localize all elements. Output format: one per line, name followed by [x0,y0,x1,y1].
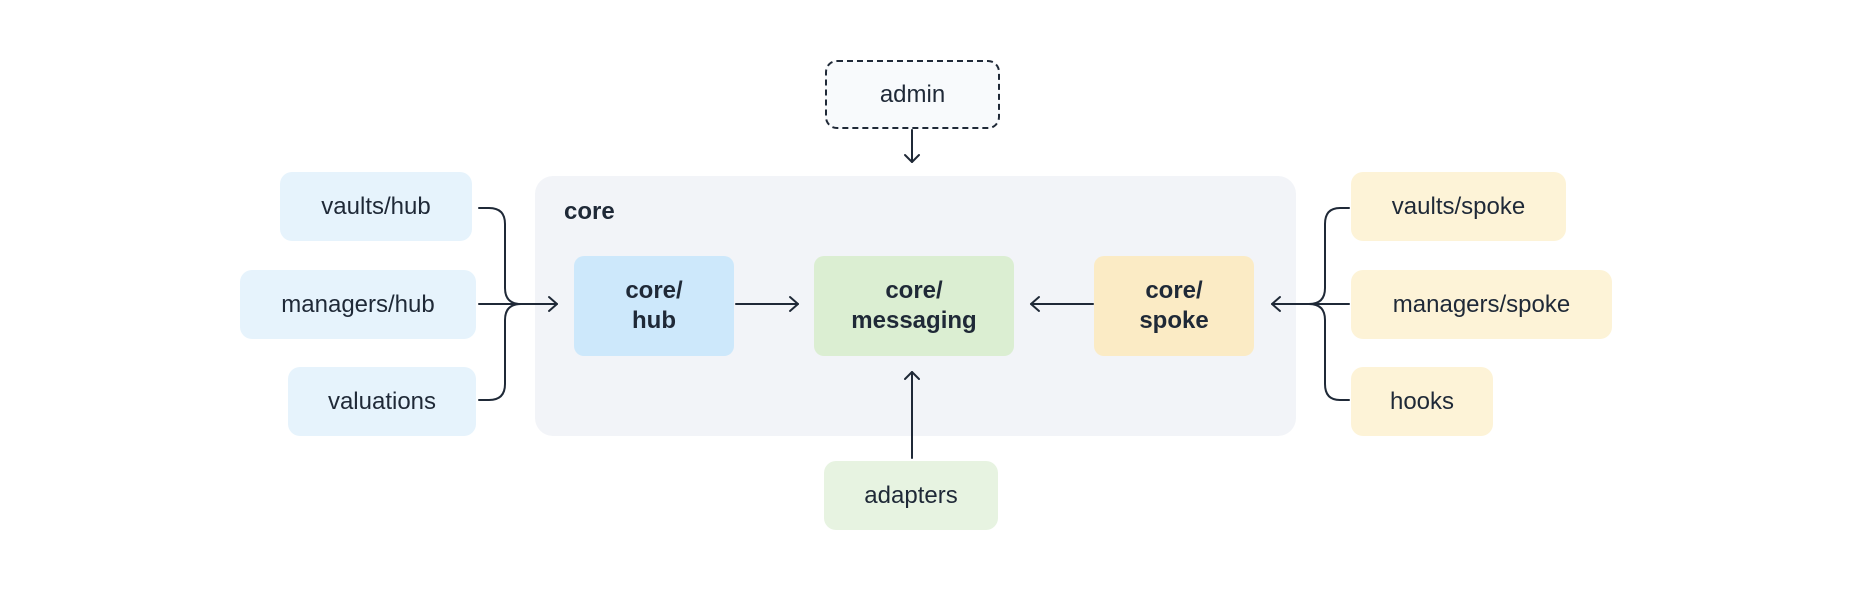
vaults-spoke-label: vaults/spoke [1391,192,1526,220]
core-messaging-node: core/ messaging [814,256,1014,356]
managers-hub-node: managers/hub [240,270,476,339]
core-hub-line1: core/ [625,277,683,304]
managers-spoke-node: managers/spoke [1351,270,1612,339]
admin-label: admin [879,80,946,108]
adapters-node: adapters [824,461,998,530]
edge-vaults-spoke [1308,207,1350,305]
edge-valuations [478,303,522,401]
hooks-label: hooks [1389,387,1455,415]
vaults-hub-node: vaults/hub [280,172,472,241]
admin-node: admin [825,60,1000,129]
managers-spoke-label: managers/spoke [1392,290,1571,318]
core-hub-node: core/ hub [574,256,734,356]
core-messaging-line2: messaging [851,307,977,334]
core-messaging-line1: core/ [885,277,943,304]
core-spoke-line2: spoke [1139,307,1209,334]
valuations-label: valuations [327,387,437,415]
arrowhead-admin-to-core [904,154,920,163]
edge-hooks [1308,303,1350,401]
vaults-spoke-node: vaults/spoke [1351,172,1566,241]
adapters-label: adapters [864,481,958,509]
vaults-hub-label: vaults/hub [321,192,431,220]
edge-vaults-hub [478,207,522,305]
valuations-node: valuations [288,367,476,436]
core-spoke-line1: core/ [1145,277,1203,304]
core-title: core [564,198,615,225]
hooks-node: hooks [1351,367,1493,436]
managers-hub-label: managers/hub [281,290,435,318]
core-spoke-node: core/ spoke [1094,256,1254,356]
core-hub-line2: hub [632,307,676,334]
